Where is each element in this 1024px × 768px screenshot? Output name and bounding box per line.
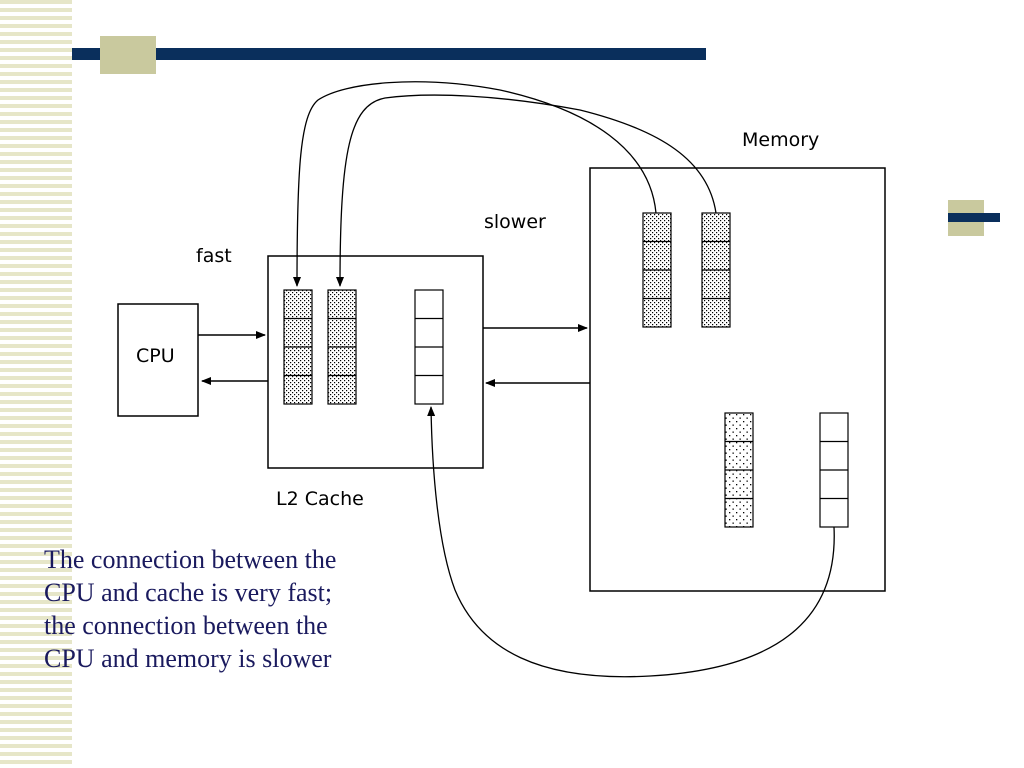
- title-bar-line: [72, 48, 706, 60]
- memory-block-3: [724, 412, 754, 528]
- l2-cache-label: L2 Cache: [276, 488, 364, 510]
- caption-line-4: CPU and memory is slower: [44, 644, 332, 673]
- cache-block-1: [283, 289, 313, 405]
- caption-line-2: CPU and cache is very fast;: [44, 578, 333, 607]
- side-accent-dash: [948, 213, 1000, 222]
- caption-line-3: the connection between the: [44, 611, 328, 640]
- memory-box: [589, 167, 886, 592]
- slower-label: slower: [484, 211, 546, 233]
- cpu-box: [117, 303, 199, 417]
- cache-block-empty: [414, 289, 444, 405]
- memory-block-2: [701, 212, 731, 328]
- memory-to-cache-curve-1: [293, 81, 657, 287]
- memory-block-empty: [819, 412, 849, 528]
- memory-to-cache-curve-2: [336, 94, 717, 287]
- cache-block-2: [327, 289, 357, 405]
- memory-block-1: [642, 212, 672, 328]
- l2-cache-box: [267, 255, 484, 469]
- title-accent-square: [100, 36, 156, 74]
- memory-label: Memory: [742, 129, 819, 151]
- fast-label: fast: [196, 245, 232, 267]
- caption-line-1: The connection between the: [44, 545, 337, 574]
- decorative-stripe-band: [0, 0, 72, 768]
- cpu-label: CPU: [136, 345, 175, 367]
- memory-to-cache-curve-3: [427, 406, 835, 678]
- caption-text: The connection between the CPU and cache…: [44, 543, 444, 675]
